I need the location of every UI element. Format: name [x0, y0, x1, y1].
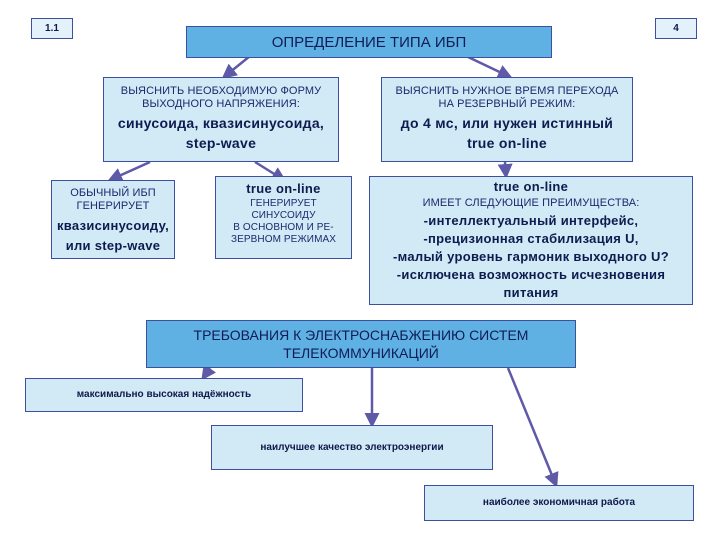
arrow-form-to-ordinary [107, 160, 151, 182]
online-advantages-box: true on-line ИМЕЕТ СЛЕДУЮЩИЕ ПРЕИМУЩЕСТВ… [369, 176, 693, 305]
output-form-line3: синусоида, квазисинусоида, [117, 115, 325, 131]
page-number-badge: 4 [655, 18, 697, 39]
advantages-line3: -интеллектуальный интерфейс, [423, 213, 639, 228]
online-ups-line2: ГЕНЕРИРУЕТ [250, 198, 317, 209]
requirements-line1: ТРЕБОВАНИЯ К ЭЛЕКТРОСНАБЖЕНИЮ СИСТЕМ [193, 327, 529, 343]
advantages-line7: питания [503, 285, 559, 300]
output-form-line2: ВЫХОДНОГО НАПРЯЖЕНИЯ: [142, 98, 300, 110]
advantages-line5: -малый уровень гармоник выходного U? [393, 249, 669, 264]
transfer-time-line3: до 4 мс, или нужен истинный [400, 115, 614, 131]
online-ups-line1: true on-line [246, 181, 321, 196]
advantages-line4: -прецизионная стабилизация U, [423, 231, 639, 246]
requirement-economy: наиболее экономичная работа [424, 485, 694, 521]
ordinary-ups-line2: ГЕНЕРИРУЕТ [76, 200, 150, 212]
output-form-line4: step-wave [185, 135, 257, 151]
ordinary-ups-line3: квазисинусоиду, [56, 218, 170, 233]
requirements-header-box: ТРЕБОВАНИЯ К ЭЛЕКТРОСНАБЖЕНИЮ СИСТЕМ ТЕЛ… [146, 320, 576, 368]
output-form-box: ВЫЯСНИТЬ НЕОБХОДИМУЮ ФОРМУ ВЫХОДНОГО НАП… [103, 77, 339, 162]
requirement-power-quality: наилучшее качество электроэнергии [211, 425, 493, 470]
online-ups-line4: В ОСНОВНОМ И РЕ- [233, 222, 334, 233]
advantages-line2: ИМЕЕТ СЛЕДУЮЩИЕ ПРЕИМУЩЕСТВА: [422, 197, 640, 209]
online-ups-box: true on-line ГЕНЕРИРУЕТ СИНУСОИДУ В ОСНО… [215, 176, 352, 259]
requirements-line2: ТЕЛЕКОММУНИКАЦИЙ [283, 345, 439, 361]
transfer-time-line1: ВЫЯСНИТЬ НУЖНОЕ ВРЕМЯ ПЕРЕХОДА [395, 85, 619, 97]
requirement-reliability: максимально высокая надёжность [25, 378, 303, 412]
online-ups-line3: СИНУСОИДУ [251, 210, 316, 221]
online-ups-line5: ЗЕРВНОМ РЕЖИМАХ [230, 234, 337, 245]
output-form-line1: ВЫЯСНИТЬ НЕОБХОДИМУЮ ФОРМУ [120, 85, 322, 97]
requirement-power-quality-label: наилучшее качество электроэнергии [260, 442, 444, 453]
transfer-time-box: ВЫЯСНИТЬ НУЖНОЕ ВРЕМЯ ПЕРЕХОДА НА РЕЗЕРВ… [381, 77, 633, 162]
ordinary-ups-box: ОБЫЧНЫЙ ИБП ГЕНЕРИРУЕТ квазисинусоиду, и… [51, 180, 175, 259]
requirement-reliability-label: максимально высокая надёжность [76, 389, 252, 400]
advantages-line6: -исключена возможность исчезновения [396, 267, 666, 282]
transfer-time-line4: true on-line [467, 135, 547, 151]
arrow-req-to-item3 [506, 367, 559, 488]
diagram-title-box: ОПРЕДЕЛЕНИЕ ТИПА ИБП [186, 26, 552, 58]
arrow-req-to-item1 [201, 363, 217, 381]
ordinary-ups-line1: ОБЫЧНЫЙ ИБП [70, 187, 156, 199]
advantages-line1: true on-line [493, 179, 569, 194]
transfer-time-line2: НА РЕЗЕРВНЫЙ РЕЖИМ: [438, 98, 576, 110]
arrow-time-to-advantages [497, 161, 513, 179]
slide-number-badge: 1.1 [31, 18, 73, 39]
diagram-title: ОПРЕДЕЛЕНИЕ ТИПА ИБП [271, 34, 467, 51]
arrow-title-to-time [465, 54, 513, 79]
requirement-economy-label: наиболее экономичная работа [482, 497, 636, 508]
ordinary-ups-line4: или step-wave [65, 238, 161, 253]
arrow-title-to-form [221, 55, 251, 79]
